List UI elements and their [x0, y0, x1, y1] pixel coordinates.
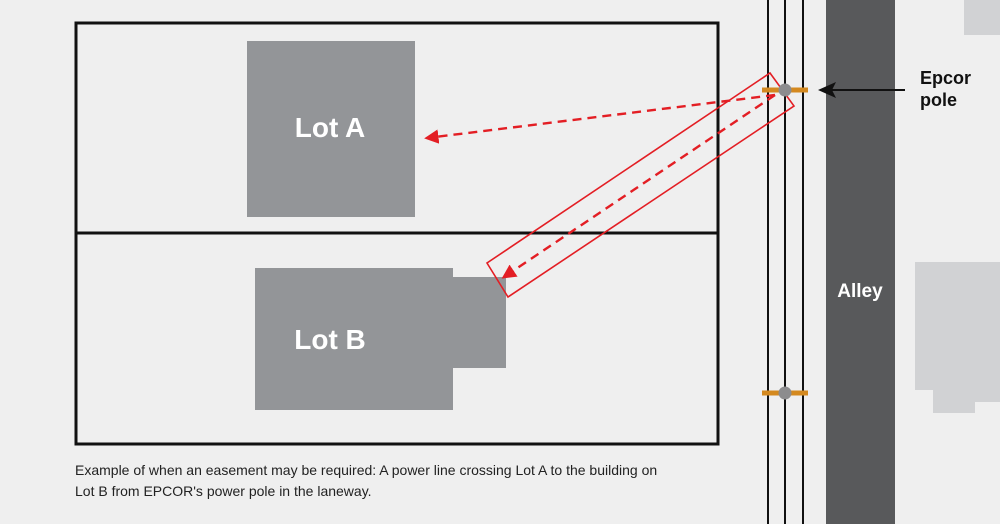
pole-icon [778, 83, 792, 97]
power-line-to-lot-a [424, 93, 776, 144]
lot-b-label: Lot B [294, 324, 366, 355]
lot-a-label: Lot A [295, 112, 366, 143]
alley-label: Alley [837, 281, 883, 302]
easement-corridor [485, 71, 796, 299]
caption-line-2: Lot B from EPCOR's power pole in the lan… [75, 483, 372, 499]
alley [826, 0, 895, 524]
epcor-pole-lower [762, 386, 808, 400]
caption: Example of when an easement may be requi… [75, 460, 735, 502]
epcor-pole-upper [762, 83, 808, 97]
lot-b-building [255, 268, 506, 410]
pole-icon [778, 386, 792, 400]
pole-callout-arrowhead [818, 82, 836, 98]
power-line-to-lot-b [501, 94, 776, 279]
pole-callout-label: Epcor pole [920, 68, 976, 110]
pole-callout-line1: Epcor [920, 68, 971, 88]
neighbour-building-top [964, 0, 1000, 35]
caption-line-1: Example of when an easement may be requi… [75, 462, 658, 478]
pole-callout-line2: pole [920, 90, 957, 110]
neighbour-building-bottom [915, 262, 1000, 413]
lot-a-building [247, 41, 415, 217]
